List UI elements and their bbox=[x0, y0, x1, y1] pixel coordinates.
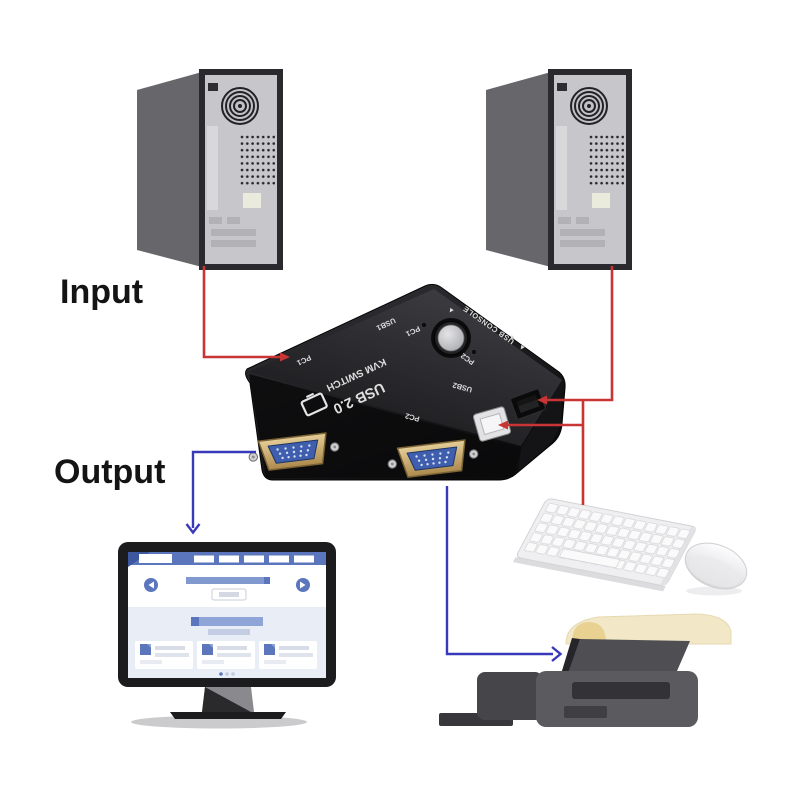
key-grid bbox=[522, 502, 692, 580]
console-arrow-icon: ▲ bbox=[517, 342, 527, 352]
arrow-left-icon bbox=[498, 420, 508, 430]
printer bbox=[439, 613, 732, 727]
console-arrow-icon: ▲ bbox=[446, 305, 456, 315]
keyboard bbox=[512, 498, 697, 592]
spacebar-key bbox=[559, 548, 621, 568]
paper-feed-edge bbox=[561, 638, 580, 675]
pc2-port-label: PC2 bbox=[404, 411, 420, 423]
arrow-left-icon bbox=[537, 395, 547, 405]
monitor-base bbox=[170, 712, 286, 719]
monitor-glyph-icon bbox=[300, 392, 328, 417]
arrow-right-icon bbox=[280, 352, 290, 362]
led-pc2 bbox=[470, 348, 478, 356]
paper-support bbox=[568, 639, 690, 673]
carousel-dots bbox=[219, 672, 235, 676]
printer-cable bbox=[445, 486, 553, 656]
input-cables bbox=[202, 266, 614, 505]
monitor bbox=[118, 542, 336, 729]
input-cable-1 bbox=[202, 266, 280, 359]
usb-b-port bbox=[472, 406, 512, 442]
section-heading-bar bbox=[191, 617, 263, 626]
screen-card bbox=[197, 641, 255, 669]
console-arrow-icon: ▲ bbox=[507, 332, 517, 342]
input-cable-2 bbox=[546, 266, 614, 402]
screen-card bbox=[259, 641, 317, 669]
output-slot bbox=[572, 682, 670, 699]
hero-bar bbox=[186, 577, 270, 584]
kvm-top-face bbox=[249, 289, 562, 446]
arrow-down-icon bbox=[185, 523, 201, 535]
computer-tower-1 bbox=[137, 72, 280, 267]
output-cables bbox=[185, 450, 563, 662]
screen-cards bbox=[135, 641, 317, 669]
kvm-switch: PC1 USB1 PC1 PC2 USB CONSOLE ▲ ▲ ▲ USB2 … bbox=[245, 283, 566, 481]
select-button bbox=[437, 324, 465, 352]
arrow-right-icon bbox=[551, 646, 563, 662]
screen-nav bbox=[194, 555, 314, 563]
output-label: Output bbox=[54, 453, 165, 491]
control-slot bbox=[564, 706, 607, 718]
input-label: Input bbox=[60, 273, 143, 311]
monitor-cable bbox=[191, 450, 256, 528]
mouse bbox=[684, 542, 748, 590]
paper-curl bbox=[572, 622, 606, 641]
led-pc1 bbox=[420, 321, 428, 329]
paper-stack bbox=[565, 613, 732, 645]
screen-card bbox=[135, 641, 193, 669]
kvm-right-face bbox=[518, 382, 562, 472]
computer-tower-2 bbox=[486, 72, 629, 267]
screen-logo-box bbox=[139, 554, 172, 563]
printer-left-body bbox=[477, 672, 543, 720]
